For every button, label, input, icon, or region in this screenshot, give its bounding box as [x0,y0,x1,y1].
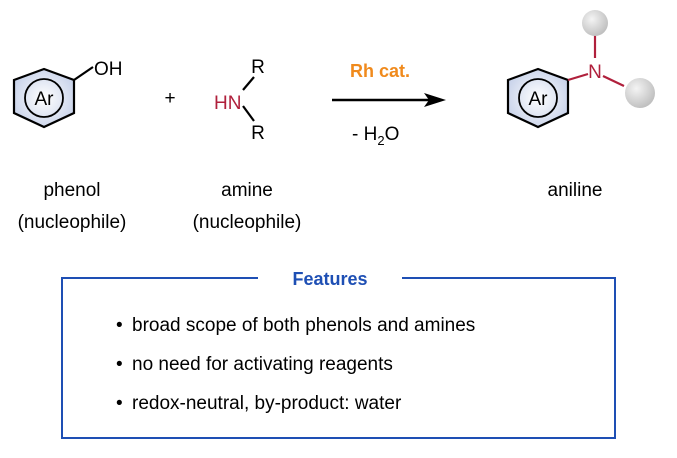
arrow-head [424,93,446,107]
reaction-arrow: Rh cat. - H2O [332,61,446,148]
amine-r-top-label: R [251,57,265,78]
phenol-structure: Ar OH [12,59,123,129]
aniline-ring-label: Ar [529,89,549,110]
phenol-role: (nucleophile) [18,212,127,233]
amine-name: amine [221,180,273,201]
aniline-name: aniline [548,180,603,201]
aniline-n-label: N [588,62,602,83]
feature-item: no need for activating reagents [132,354,393,375]
plus-sign: + [164,88,175,109]
feature-bullet: • [116,354,123,375]
aniline-structure: Ar N [506,10,655,129]
amine-r-bottom-label: R [251,123,265,144]
features-title: Features [292,269,367,289]
phenol-ring-label: Ar [35,89,55,110]
substituent-sphere-right [625,78,655,108]
amine-structure: R HN R [214,57,265,144]
features-box-border [61,277,616,439]
catalyst-label: Rh cat. [350,61,410,81]
byproduct-label: - H2O [352,124,399,148]
feature-item: redox-neutral, by-product: water [132,393,402,414]
aniline-aromatic-circle [518,78,558,118]
phenol-aromatic-circle [24,78,64,118]
features-box: Features • broad scope of both phenols a… [61,269,616,439]
amine-bond-bottom [242,105,255,122]
phenol-name: phenol [43,180,100,201]
phenol-oh-label: OH [94,59,123,80]
aniline-cn-bond [567,72,589,82]
amine-role: (nucleophile) [193,212,302,233]
amine-hn-label: HN [214,93,241,114]
feature-bullet: • [116,315,123,336]
amine-bond-top [242,76,255,91]
substituent-sphere-top [582,10,608,36]
aniline-n-bond-right [602,75,625,87]
feature-bullet: • [116,393,123,414]
phenol-oh-bond [73,66,94,81]
feature-item: broad scope of both phenols and amines [132,315,475,336]
